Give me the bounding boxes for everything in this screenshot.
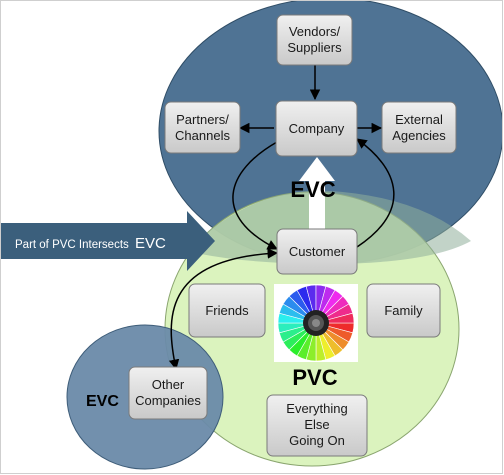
node-family[interactable]: Family <box>366 283 441 338</box>
node-vendors-suppliers[interactable]: Vendors/ Suppliers <box>276 14 353 66</box>
pvc-main-label: PVC <box>292 365 337 390</box>
company-label: Company <box>289 121 345 136</box>
evc-small-label: EVC <box>86 393 119 410</box>
everything-line3: Going On <box>289 433 345 448</box>
customer-to-company-curve <box>356 138 395 248</box>
company-to-customer-curve <box>232 141 278 250</box>
everything-line2: Else <box>304 417 329 432</box>
external-line1: External <box>395 112 443 127</box>
family-label: Family <box>384 303 423 318</box>
friends-label: Friends <box>205 303 249 318</box>
partners-line2: Channels <box>175 128 230 143</box>
external-line2: Agencies <box>392 128 446 143</box>
intersection-region <box>187 190 471 264</box>
everything-line1: Everything <box>286 401 347 416</box>
node-external-agencies[interactable]: External Agencies <box>381 101 457 154</box>
node-friends[interactable]: Friends <box>188 283 266 338</box>
node-company[interactable]: Company <box>275 100 358 157</box>
banner-text: Part of PVC Intersects EVC <box>15 235 166 252</box>
evc-main-label: EVC <box>290 177 335 202</box>
node-partners-channels[interactable]: Partners/ Channels <box>164 101 241 154</box>
partners-line1: Partners/ <box>176 112 229 127</box>
node-other-companies[interactable]: Other Companies <box>128 366 208 420</box>
color-wheel-icon <box>274 284 358 362</box>
node-everything-else[interactable]: Everything Else Going On <box>266 394 368 457</box>
other-line2: Companies <box>135 393 201 408</box>
other-line1: Other <box>152 377 185 392</box>
vendors-line1: Vendors/ <box>289 24 341 39</box>
up-arrow-customer-to-company <box>299 157 335 229</box>
customer-label: Customer <box>289 244 346 259</box>
customer-other-companies-curve <box>168 248 279 371</box>
intersect-banner-arrow <box>1 211 215 271</box>
vendors-line2: Suppliers <box>287 40 342 55</box>
banner-emphasis: EVC <box>135 235 166 252</box>
node-customer[interactable]: Customer <box>276 228 358 275</box>
